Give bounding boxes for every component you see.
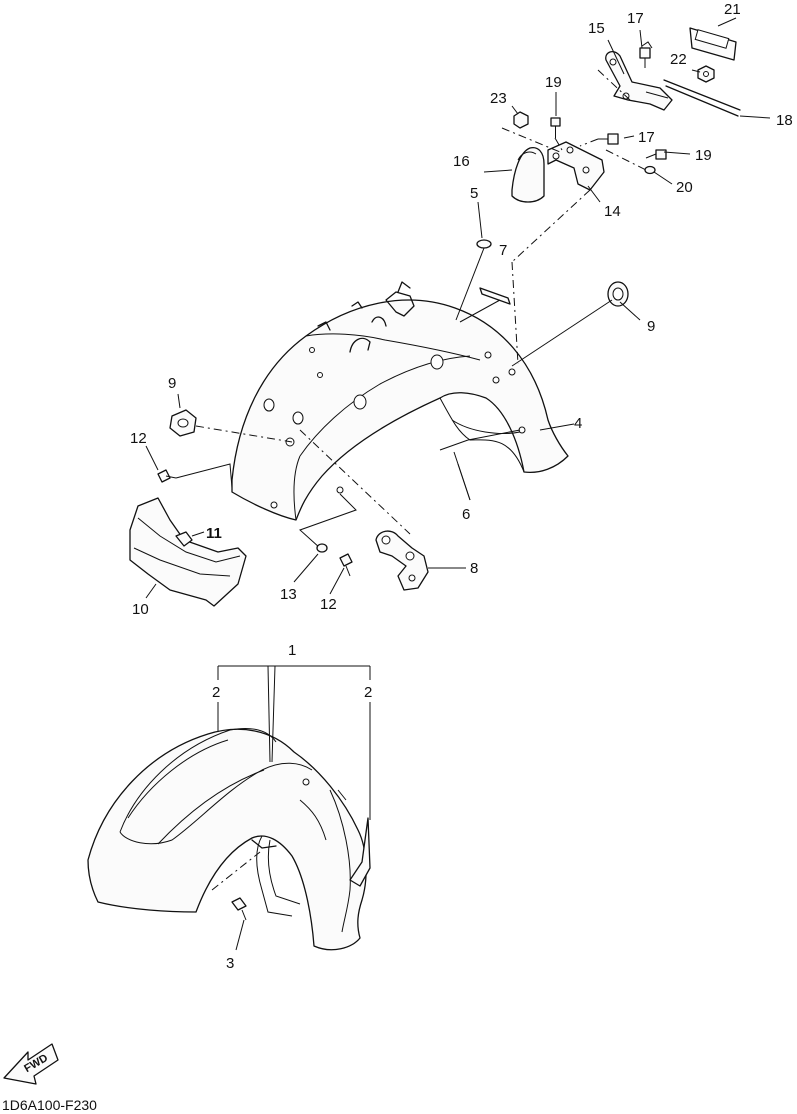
callout-21: 21 (724, 1, 741, 18)
washer-5 (476, 239, 492, 249)
bolt-17-lower (598, 133, 619, 145)
nut-23 (513, 111, 529, 129)
callout-17-upper: 17 (627, 10, 644, 27)
callout-19-upper: 19 (545, 74, 562, 91)
rear-fender (231, 281, 569, 521)
side-cover-10 (129, 497, 247, 607)
rear-bracket-assembly (476, 27, 741, 307)
grommet-9-left (169, 409, 197, 437)
bracket-8 (375, 530, 429, 591)
callout-13: 13 (280, 586, 297, 603)
callout-3: 3 (226, 955, 234, 972)
callout-9-left: 9 (168, 375, 176, 392)
callout-18: 18 (776, 112, 793, 129)
front-fender (87, 728, 371, 951)
bracket-15 (605, 50, 673, 111)
nut-22 (697, 65, 715, 83)
fwd-arrow-icon: FWD (3, 1043, 59, 1085)
callout-14: 14 (604, 203, 621, 220)
assembly-lines (175, 69, 647, 549)
callout-22: 22 (670, 51, 687, 68)
callout-8: 8 (470, 560, 478, 577)
screw-12-lower (339, 553, 353, 577)
callout-leaders (145, 17, 771, 599)
callout-2-left: 2 (212, 684, 220, 701)
callout-2-right: 2 (364, 684, 372, 701)
callout-12-left: 12 (130, 430, 147, 447)
callout-19-right: 19 (695, 147, 712, 164)
callout-20: 20 (676, 179, 693, 196)
callout-10: 10 (132, 601, 149, 618)
callout-15: 15 (588, 20, 605, 37)
callout-9-right: 9 (647, 318, 655, 335)
callout-17-lower: 17 (638, 129, 655, 146)
screw-12-left (157, 469, 177, 483)
bracket-14 (547, 141, 605, 191)
bolt-17-upper (639, 41, 653, 68)
callout-1: 1 (288, 642, 296, 659)
reflector-16 (511, 146, 545, 203)
callout-4: 4 (574, 415, 582, 432)
callout-23: 23 (490, 90, 507, 107)
clip-11 (175, 531, 193, 547)
callout-12-lower: 12 (320, 596, 337, 613)
damper-7 (479, 287, 511, 305)
front-leaders (211, 665, 371, 951)
washer-20 (644, 165, 656, 175)
grommet-9-right (607, 281, 629, 307)
bolt-19-right (645, 149, 667, 160)
callout-7: 7 (499, 242, 507, 259)
bolt-19-upper (550, 117, 561, 138)
diagram-code: 1D6A100-F230 (2, 1097, 97, 1113)
washer-13 (316, 543, 328, 553)
callout-11: 11 (206, 525, 222, 542)
callout-5: 5 (470, 185, 478, 202)
callout-6: 6 (462, 506, 470, 523)
callout-numbers: 15 17 21 22 18 23 19 17 19 20 16 14 5 7 … (130, 1, 793, 972)
callout-16: 16 (453, 153, 470, 170)
bolt-3 (231, 897, 247, 921)
